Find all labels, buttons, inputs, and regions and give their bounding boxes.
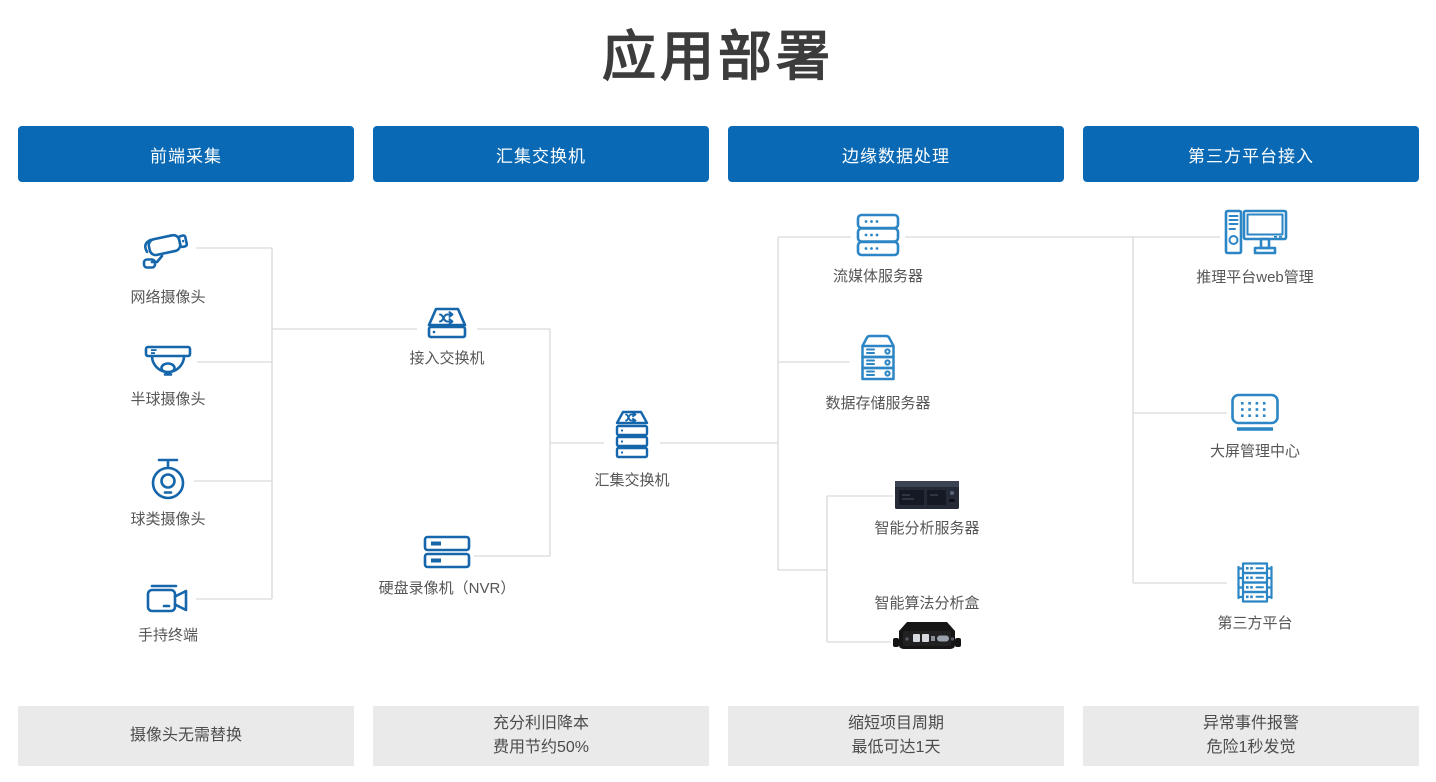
node-aggregation-switch: 汇集交换机 [547,407,717,490]
node-label: 硬盘录像机（NVR） [378,580,516,597]
node-dome-camera: 半球摄像头 [83,342,253,409]
desktop-computer-icon [1221,206,1289,260]
camcorder-icon [141,582,195,618]
node-label: 数据存储服务器 [825,395,931,412]
node-analysis-box: 智能算法分析盒 [842,592,1012,652]
footer-line: 摄像头无需替换 [129,727,242,744]
switch-icon [417,305,477,341]
footer-line: 费用节约50% [492,739,590,756]
node-network-camera: 网络摄像头 [83,228,253,307]
header-label: 边缘数据处理 [842,146,950,166]
header-frontend-collection: 前端采集 [18,126,354,182]
node-media-server: 流媒体服务器 [793,211,963,286]
footer-event-alarm: 异常事件报警 危险1秒发觉 [1083,706,1419,766]
header-edge-data-processing: 边缘数据处理 [728,126,1064,182]
bullet-camera-icon [139,228,197,280]
node-label: 接入交换机 [409,350,485,367]
header-label: 第三方平台接入 [1188,146,1314,166]
node-ball-camera: 球类摄像头 [83,456,253,529]
ptz-ball-camera-icon [143,456,193,502]
led-wall-icon [1228,392,1282,434]
node-storage-server: 数据存储服务器 [793,328,963,413]
footer-line: 最低可达1天 [851,739,941,756]
node-label: 推理平台web管理 [1196,269,1314,286]
node-label: 球类摄像头 [130,511,206,528]
node-label: 大屏管理中心 [1209,443,1300,460]
header-aggregation-switch: 汇集交换机 [373,126,709,182]
node-label: 流媒体服务器 [832,268,923,285]
footer-line: 危险1秒发觉 [1206,739,1296,756]
node-nvr: 硬盘录像机（NVR） [362,533,532,598]
nvr-icon [421,533,473,571]
footer-line: 缩短项目周期 [847,715,944,732]
header-label: 前端采集 [150,146,222,166]
node-label: 第三方平台 [1217,615,1293,632]
edge-box-photo [891,618,963,652]
media-server-icon [852,211,904,259]
page-title: 应用部署 [602,27,834,87]
node-handheld-terminal: 手持终端 [83,582,253,645]
node-big-screen-center: 大屏管理中心 [1170,392,1340,461]
node-label: 网络摄像头 [130,289,206,306]
node-label: 半球摄像头 [130,391,206,408]
footer-cost-saving: 充分利旧降本 费用节约50% [373,706,709,766]
node-label: 智能算法分析盒 [874,595,980,612]
storage-server-icon [851,328,905,386]
server-stack-icon [1228,560,1282,606]
footer-line: 异常事件报警 [1202,715,1299,732]
rack-server-photo [894,477,960,511]
node-label: 汇集交换机 [594,472,670,489]
dome-camera-icon [139,342,197,382]
node-label: 智能分析服务器 [874,520,980,537]
header-third-party-access: 第三方平台接入 [1083,126,1419,182]
header-label: 汇集交换机 [496,146,586,166]
node-inference-web: 推理平台web管理 [1170,206,1340,287]
node-access-switch: 接入交换机 [362,305,532,368]
stacked-switch-icon [605,407,659,463]
node-analysis-server: 智能分析服务器 [842,477,1012,538]
footer-camera-reuse: 摄像头无需替换 [18,706,354,766]
node-third-party-platform: 第三方平台 [1170,560,1340,633]
footer-project-cycle: 缩短项目周期 最低可达1天 [728,706,1064,766]
node-label: 手持终端 [137,627,198,644]
footer-line: 充分利旧降本 [492,715,589,732]
